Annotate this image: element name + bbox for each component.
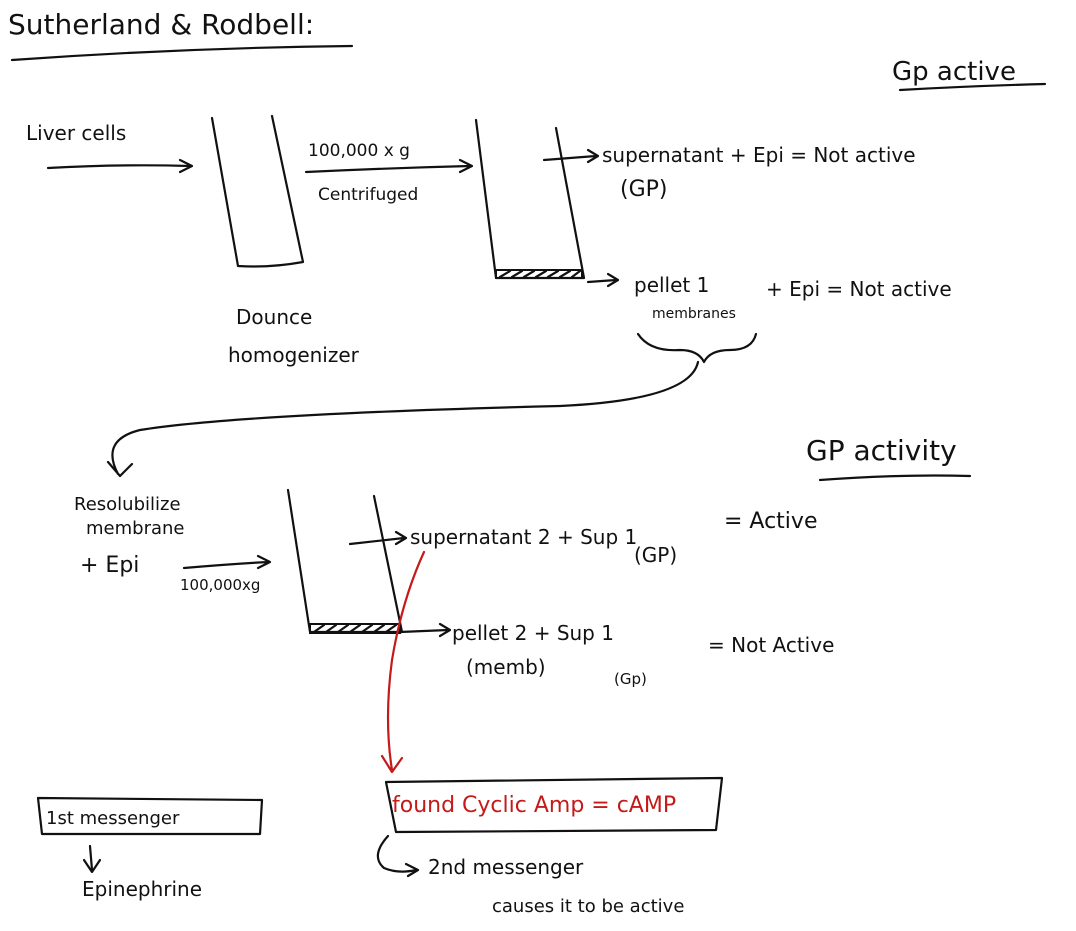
label-first-messenger: 1st messenger (46, 808, 180, 829)
label-found-camp: found Cyclic Amp = cAMP (392, 793, 676, 818)
label-membrane: membrane (86, 518, 184, 539)
label-second-messenger: 2nd messenger (428, 855, 584, 879)
label-plus-epi: + Epi (80, 553, 139, 578)
heading-gp-activity-underline (818, 474, 972, 482)
arrow-second-messenger (376, 834, 420, 878)
label-centrifuge-speed-2: 100,000xg (180, 576, 260, 594)
arrow-supernatant-1 (542, 148, 600, 164)
label-supernatant-1: supernatant + Epi = Not active (602, 143, 916, 167)
label-dounce: Dounce (236, 305, 312, 329)
page-title: Sutherland & Rodbell: (8, 8, 314, 41)
red-arrow-to-camp (380, 550, 426, 774)
pellet-1-hatch (498, 269, 582, 279)
pellet-1-band (495, 269, 583, 279)
arrow-centrifuge-2 (182, 554, 272, 570)
label-memb: (memb) (466, 655, 546, 679)
heading-gp-activity: GP activity (806, 434, 957, 467)
first-messenger-box (36, 796, 264, 836)
tube-centrifuge-1 (474, 118, 586, 280)
label-pellet-2: pellet 2 + Sup 1 (452, 621, 614, 645)
arrow-centrifuge-1 (304, 158, 474, 174)
arrow-to-resolubilize (106, 360, 700, 478)
arrow-to-epinephrine (82, 844, 102, 874)
pellet-2-band (309, 623, 401, 634)
arrow-supernatant-2 (348, 530, 408, 546)
tube-dounce (210, 114, 305, 268)
label-supernatant-2-result: = Active (724, 509, 817, 534)
arrow-liver-to-tube (46, 158, 194, 174)
heading-gp-active: Gp active (892, 57, 1016, 87)
brace-membranes (636, 332, 758, 364)
arrow-pellet-1 (586, 272, 620, 288)
camp-box (384, 776, 724, 834)
heading-gp-active-underline (898, 82, 1047, 92)
label-gp-2: (GP) (634, 543, 677, 567)
label-supernatant-2: supernatant 2 + Sup 1 (410, 525, 637, 549)
label-gp-3: (Gp) (614, 670, 647, 688)
label-pellet-1-result: + Epi = Not active (766, 277, 952, 301)
title-underline (10, 44, 354, 62)
label-centrifuged: Centrifuged (318, 185, 418, 205)
label-homogenizer: homogenizer (228, 343, 360, 367)
label-gp-1: (GP) (620, 177, 667, 202)
tube-centrifuge-2 (286, 488, 404, 634)
label-pellet-1: pellet 1 (634, 273, 709, 297)
arrow-pellet-2 (398, 622, 452, 638)
label-resolubilize: Resolubilize (74, 494, 181, 515)
label-epinephrine: Epinephrine (82, 877, 202, 901)
label-liver-cells: Liver cells (26, 121, 126, 145)
label-centrifuge-speed-1: 100,000 x g (308, 141, 410, 161)
label-membranes: membranes (652, 306, 736, 322)
pellet-2-hatch (312, 623, 398, 634)
label-causes-active: causes it to be active (492, 896, 684, 917)
label-pellet-2-result: = Not Active (708, 633, 834, 657)
